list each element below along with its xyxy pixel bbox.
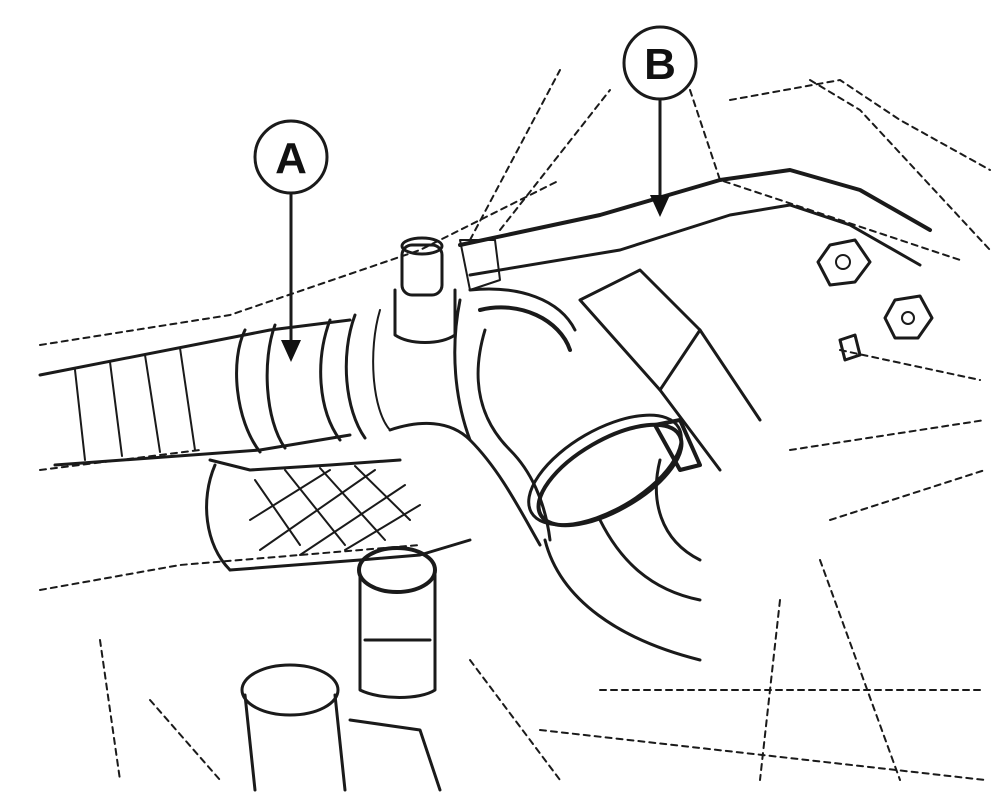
callout-a-label: A — [275, 134, 307, 183]
background-structure — [39, 69, 991, 781]
housing — [205, 287, 577, 572]
callout-a-arrowhead — [281, 340, 301, 362]
callout-b: B — [622, 25, 698, 217]
mesh-shield — [249, 465, 421, 556]
lower-pipes — [240, 546, 442, 792]
callout-b-arrowhead — [650, 195, 670, 217]
callout-b-label: B — [644, 40, 676, 89]
right-bolts — [816, 238, 934, 362]
callout-a: A — [253, 119, 329, 362]
elbow-clamp — [527, 413, 702, 662]
hose-a — [38, 309, 391, 467]
pipe-b — [458, 168, 932, 472]
